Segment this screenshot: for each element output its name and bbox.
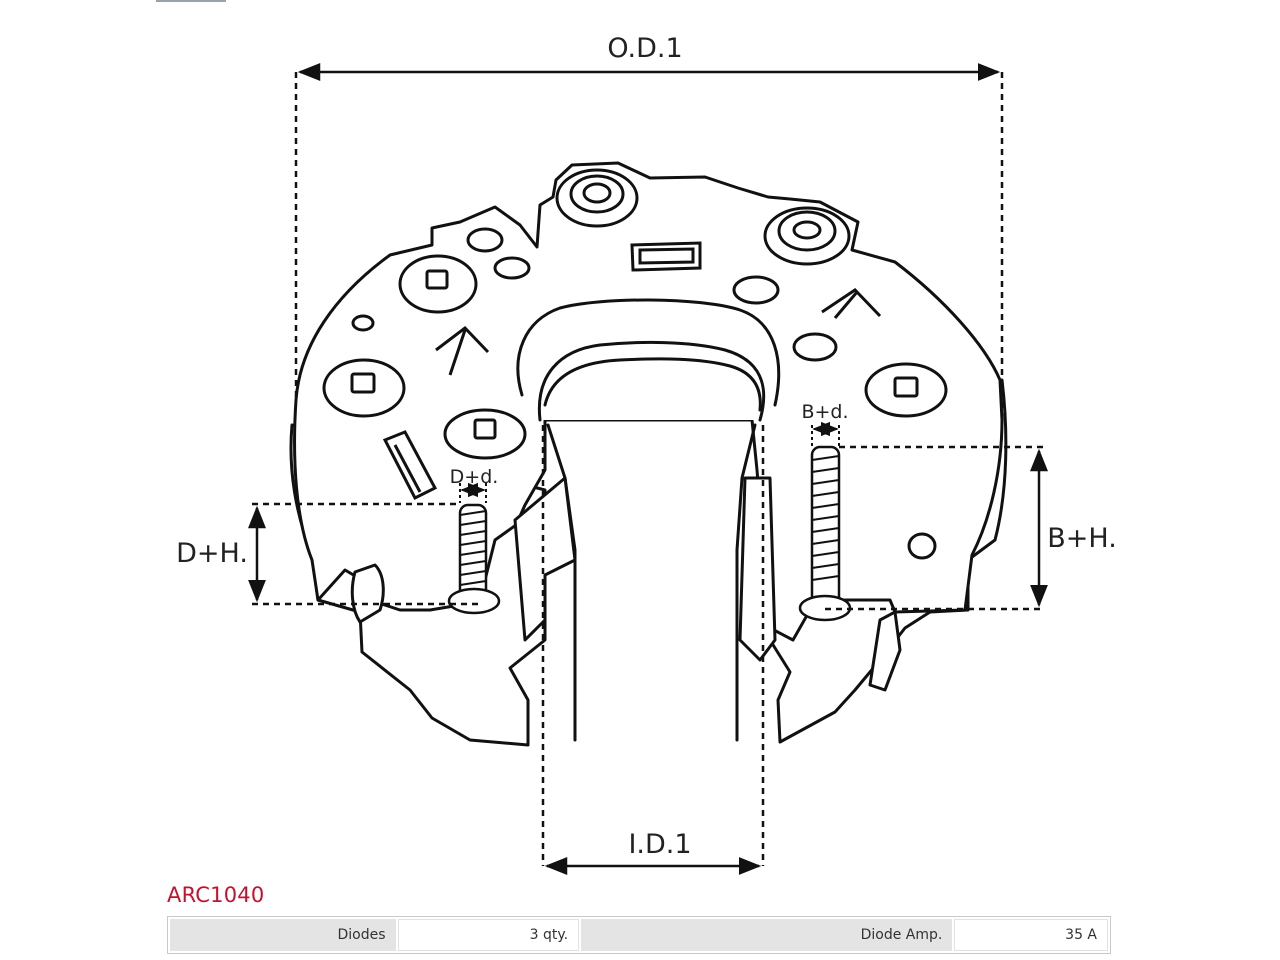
top-decoration-line — [156, 0, 226, 2]
left-step — [513, 476, 577, 642]
spec-label-diode-amp: Diode Amp. — [581, 919, 953, 951]
terminal-top-center — [630, 241, 702, 272]
product-code: ARC1040 — [167, 883, 265, 907]
dimension-label-dd: D+d. — [450, 466, 499, 488]
dimension-lines — [248, 63, 1048, 875]
spec-table: Diodes 3 qty. Diode Amp. 35 A — [167, 916, 1111, 954]
stud-top-right-hole — [792, 220, 822, 240]
terminal-studs — [322, 168, 948, 560]
right-clip — [868, 610, 902, 692]
spec-value-diode-amp: 35 A — [954, 919, 1109, 951]
dimension-label-od: O.D.1 — [607, 33, 682, 64]
dimension-label-bd: B+d. — [801, 401, 848, 423]
dimension-label-id: I.D.1 — [628, 829, 691, 860]
bore-channel — [546, 423, 757, 742]
stud-top-center-hole — [582, 182, 612, 204]
dimension-label-dh: D+H. — [176, 538, 248, 569]
dimension-label-bh: B+H. — [1047, 523, 1117, 554]
spec-value-diodes: 3 qty. — [397, 919, 580, 951]
left-clip — [350, 563, 385, 624]
spec-label-diodes: Diodes — [170, 919, 396, 951]
threaded-bolts — [447, 445, 852, 622]
right-step — [738, 476, 777, 662]
arch-lip — [543, 357, 762, 412]
central-arch-inner — [537, 340, 766, 422]
rectifier-technical-drawing: O.D.1 I.D.1 D+H. B+H. D+d. B+d. — [176, 33, 1117, 875]
